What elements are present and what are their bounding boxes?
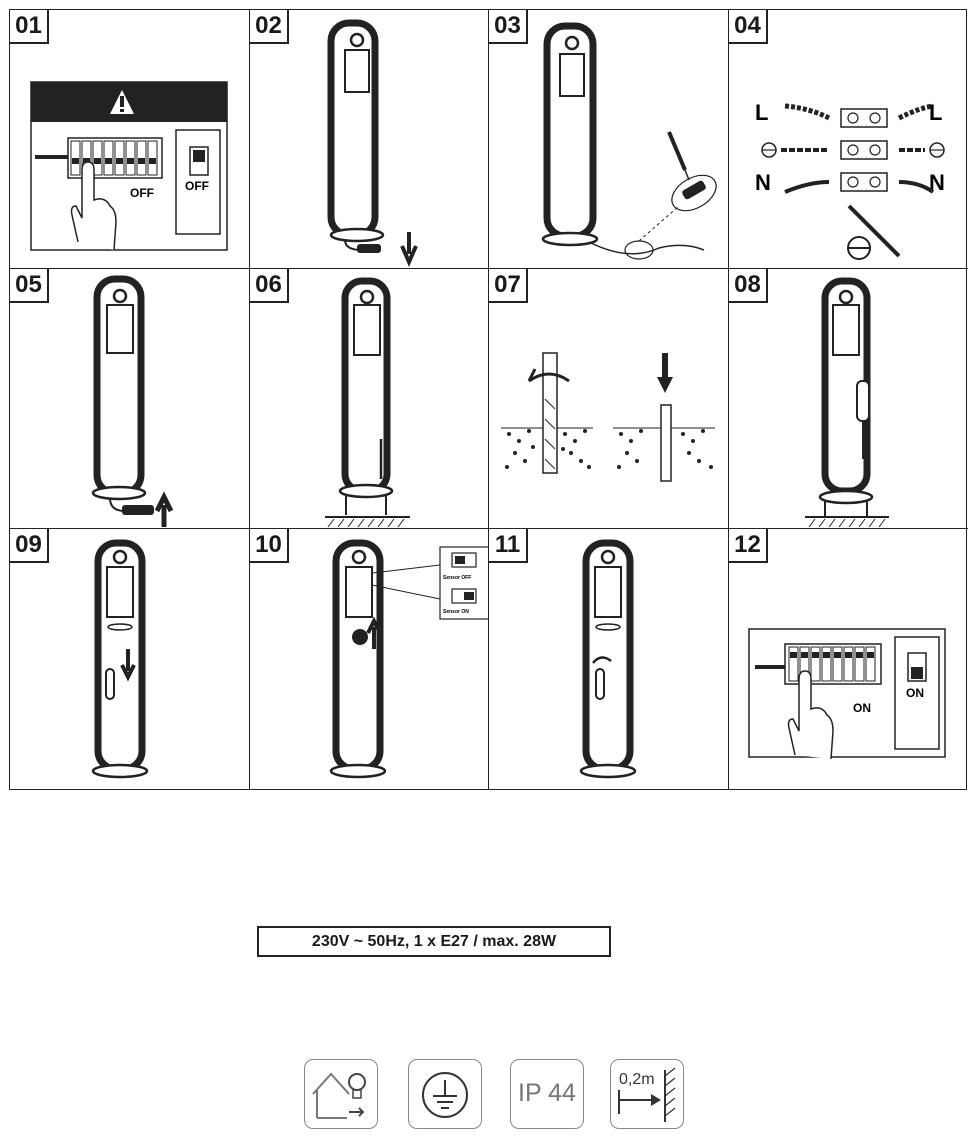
- min-distance-icon: 0,2m: [610, 1059, 684, 1129]
- step-05: 05: [10, 269, 250, 529]
- step-02: 02: [250, 10, 489, 269]
- live-label-right: L: [929, 100, 942, 125]
- step-03: 03: [489, 10, 729, 269]
- insert-bulb-illustration: Sensor OFF Sensor ON: [329, 539, 488, 779]
- step-number: 11: [489, 529, 528, 563]
- step-number: 12: [729, 529, 768, 563]
- step-12: 12 ON ON: [729, 529, 968, 789]
- step-08: 08: [729, 269, 968, 529]
- step-04: 04 L L N N: [729, 10, 968, 269]
- wiring-terminal-illustration: L L N N: [755, 100, 945, 260]
- screw-fixing-illustration: [805, 277, 889, 528]
- sensor-off-label: Sensor OFF: [443, 575, 471, 581]
- hand-icon: [787, 670, 834, 760]
- panel-on-label: ON: [853, 701, 871, 715]
- screwdriver-icon: [595, 668, 605, 700]
- distance-label: 0,2m: [619, 1071, 655, 1088]
- switch-on-label: ON: [906, 686, 924, 700]
- step-06: 06: [250, 269, 489, 529]
- bulb-icon: [352, 629, 368, 645]
- electrical-spec-box: 230V ~ 50Hz, 1 x E27 / max. 28W: [257, 926, 611, 957]
- step-09: 09: [10, 529, 250, 789]
- sensor-on-label: Sensor ON: [443, 609, 469, 615]
- switch-off-label: OFF: [185, 179, 209, 193]
- close-cover-illustration: [579, 539, 637, 779]
- step-number: 07: [489, 269, 528, 303]
- step-number: 05: [10, 269, 49, 303]
- step-number: 06: [250, 269, 289, 303]
- mounting-base-illustration: [325, 277, 410, 528]
- step-number: 08: [729, 269, 768, 303]
- step-number: 03: [489, 10, 528, 44]
- open-cover-illustration: [91, 539, 149, 779]
- instruction-grid: 01 OFF OFF 02: [9, 9, 968, 790]
- step-10: 10 Sensor OFF Sensor ON: [250, 529, 489, 789]
- breaker-off-illustration: OFF OFF: [30, 81, 228, 251]
- step-01: 01 OFF OFF: [10, 10, 250, 269]
- step-number: 04: [729, 10, 768, 44]
- hand-icon: [70, 161, 117, 251]
- neutral-label-left: N: [755, 170, 771, 195]
- neutral-label-right: N: [929, 170, 945, 195]
- panel-off-label: OFF: [130, 186, 154, 200]
- protective-earth-icon: [408, 1059, 482, 1129]
- connect-cable-illustration: [541, 22, 717, 260]
- step-number: 09: [10, 529, 49, 563]
- step-number: 02: [250, 10, 289, 44]
- screwdriver-icon: [105, 668, 115, 700]
- step-number: 01: [10, 10, 49, 44]
- screwdriver-icon: [856, 380, 870, 422]
- outdoor-use-icon: [304, 1059, 378, 1129]
- live-label-left: L: [755, 100, 768, 125]
- step-07: 07: [489, 269, 729, 529]
- step-number: 10: [250, 529, 289, 563]
- step-11: 11: [489, 529, 729, 789]
- ip-rating-icon: IP 44: [510, 1059, 584, 1129]
- drill-and-dowel-illustration: [501, 352, 715, 482]
- connector-plug-illustration: [91, 275, 174, 527]
- disconnect-cable-illustration: [327, 19, 418, 267]
- breaker-on-illustration: ON ON: [748, 628, 946, 760]
